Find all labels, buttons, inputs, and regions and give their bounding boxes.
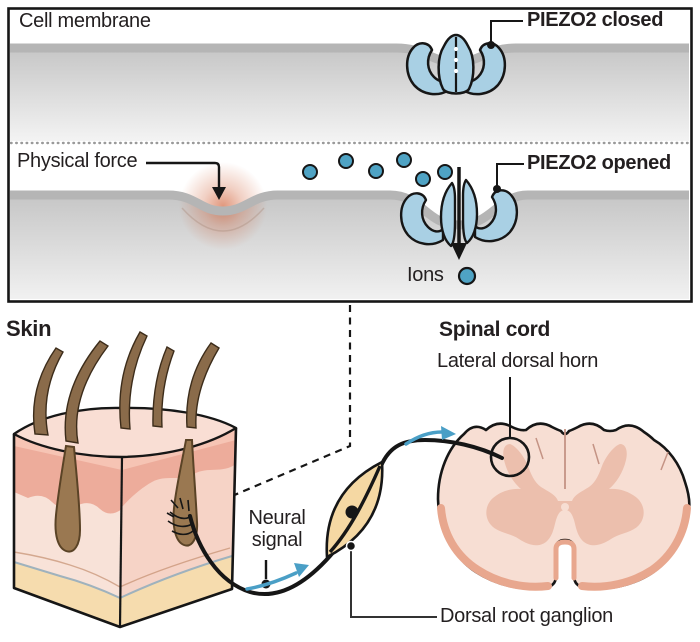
physical-force-arrow (146, 161, 226, 200)
hairs (32, 331, 220, 444)
skin-to-membrane-dashed-line (191, 305, 352, 515)
cord-rim (437, 504, 691, 591)
spinal-cord-cross-section (436, 422, 691, 591)
channel-right-lobe (461, 42, 507, 96)
opened-right-dome (461, 178, 479, 245)
hair-follicle (54, 444, 82, 553)
sulcus-line (592, 443, 600, 465)
skin-block (12, 331, 238, 629)
opened-left-lobe (399, 192, 445, 246)
lateral-dorsal-horn-label: Lateral dorsal horn (437, 350, 599, 372)
hair (186, 342, 220, 429)
ion-dot (396, 152, 412, 168)
piezo2-closed-channel (405, 33, 507, 96)
lateral-dorsal-horn-circle (489, 436, 531, 478)
ion-dot (302, 164, 318, 180)
neural-signal-label: Neural signal (248, 507, 306, 551)
piezo2-closed-label: PIEZO2 closed (527, 9, 664, 31)
cytoplasm-gradient-bottom (10, 196, 689, 299)
ion-flow-arrow (451, 167, 467, 260)
signal-direction-arrow-lower (245, 563, 309, 591)
nerve-endings (166, 497, 194, 536)
hair (64, 340, 110, 444)
physical-force-label: Physical force (17, 150, 138, 172)
sulcus-lines (535, 437, 669, 471)
ions-label: Ions (407, 264, 444, 286)
hair (152, 346, 175, 428)
pore-slit-dots (453, 46, 459, 74)
ganglion-leader-line (350, 548, 437, 618)
ion-dots (302, 152, 453, 187)
fat-boundary-line (13, 555, 233, 600)
piezo2-opened-label: PIEZO2 opened (527, 152, 671, 174)
sulcus-line (535, 437, 544, 460)
cell-membrane-label: Cell membrane (19, 10, 151, 32)
ion-dot (338, 153, 354, 169)
fat-layer-left (14, 562, 120, 627)
ganglion-leader-dot (345, 540, 357, 552)
fat-layer-right (120, 556, 232, 627)
piezo2-closed-leader (487, 20, 523, 49)
dermis-boundary-line (13, 547, 231, 588)
ions-label-dot (457, 266, 477, 286)
ganglion-center-dot (345, 505, 359, 519)
force-ripple-arc (181, 207, 265, 232)
force-indentation-glow (179, 162, 267, 250)
opened-left-dome (439, 181, 457, 248)
hair (32, 347, 64, 436)
piezo2-opened-leader (493, 163, 524, 193)
cytoplasm-gradient-top (10, 49, 689, 141)
skin-front-edge (118, 456, 124, 628)
sulcus-line (660, 451, 669, 471)
dorsal-root-ganglion-label: Dorsal root ganglion (440, 605, 613, 627)
signal-direction-arrow-upper (404, 426, 456, 446)
channel-left-lobe (405, 42, 451, 96)
skin-label: Skin (6, 316, 52, 341)
cell-membrane-band-bottom (10, 190, 689, 230)
ion-dot (437, 164, 453, 180)
epidermis-layer-right (122, 428, 236, 507)
spinal-cord-label: Spinal cord (439, 318, 551, 341)
hair (119, 331, 148, 430)
ion-dot (415, 171, 431, 187)
ion-dot (368, 163, 384, 179)
central-canal (561, 503, 569, 511)
